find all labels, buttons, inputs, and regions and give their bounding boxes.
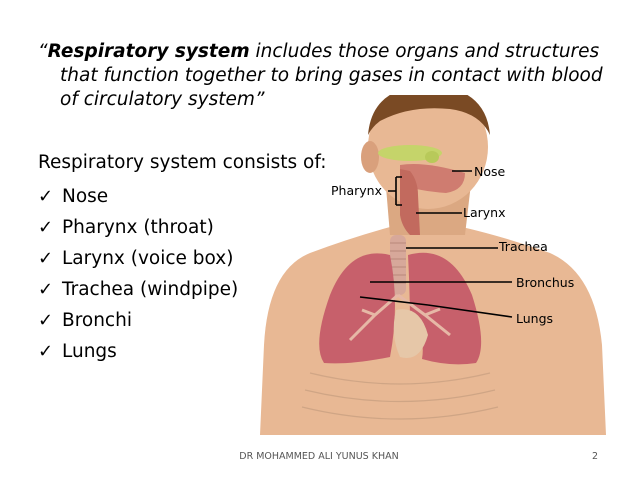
list-item: ✓ Bronchi	[38, 305, 238, 336]
list-item: ✓ Trachea (windpipe)	[38, 274, 238, 305]
list-item: ✓ Larynx (voice box)	[38, 243, 238, 274]
checkmark-icon: ✓	[38, 248, 54, 269]
quote-term: Respiratory system	[47, 41, 250, 62]
list-item: ✓ Lungs	[38, 336, 238, 367]
page-number: 2	[592, 451, 599, 462]
list-item-label: Larynx (voice box)	[62, 248, 234, 269]
pharynx	[400, 169, 420, 235]
label-lungs: Lungs	[516, 311, 554, 326]
ear	[361, 141, 379, 173]
label-pharynx: Pharynx	[331, 183, 382, 198]
label-nose: Nose	[474, 164, 506, 179]
right-lung	[319, 253, 395, 364]
list-item-label: Trachea (windpipe)	[62, 279, 239, 300]
trachea	[390, 235, 406, 295]
list-item-label: Lungs	[62, 341, 117, 362]
list-item: ✓ Pharynx (throat)	[38, 212, 238, 243]
label-bronchus: Bronchus	[516, 275, 575, 290]
list-item: ✓ Nose	[38, 181, 238, 212]
list-item-label: Bronchi	[62, 310, 132, 331]
checkmark-icon: ✓	[38, 279, 54, 300]
label-trachea: Trachea	[499, 239, 548, 254]
checkmark-icon: ✓	[38, 217, 54, 238]
checkmark-icon: ✓	[38, 341, 54, 362]
list-item-label: Nose	[62, 186, 109, 207]
hair	[368, 95, 490, 135]
list-item-label: Pharynx (throat)	[62, 217, 214, 238]
label-larynx: Larynx	[463, 205, 506, 220]
quote-text: includes those organs and structures tha…	[60, 41, 603, 110]
sinus	[425, 151, 439, 163]
quote-open-mark: “	[38, 41, 48, 62]
organ-list: ✓ Nose ✓ Pharynx (throat) ✓ Larynx (voice b…	[38, 181, 238, 367]
checkmark-icon: ✓	[38, 186, 54, 207]
list-heading: Respiratory system consists of:	[38, 152, 327, 173]
respiratory-diagram	[260, 95, 606, 435]
heart	[393, 309, 428, 359]
definition-quote: “Respiratory system includes those organ…	[38, 40, 620, 112]
checkmark-icon: ✓	[38, 310, 54, 331]
footer-author: DR MOHAMMED ALI YUNUS KHAN	[239, 451, 399, 462]
